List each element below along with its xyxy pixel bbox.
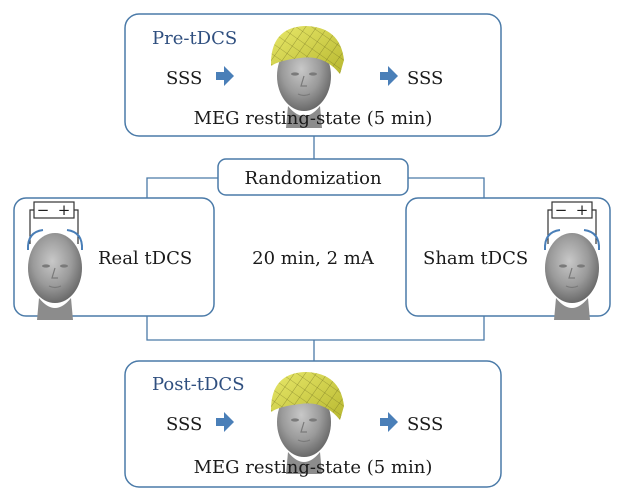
pre-sss-left-label: SSS: [166, 68, 202, 89]
pre-tdcs-title: Pre-tDCS: [152, 28, 237, 49]
real-tdcs-box: − + Real tDCS: [13, 197, 215, 321]
real-minus-sign: −: [37, 201, 50, 219]
sham-tdcs-label: Sham tDCS: [423, 248, 528, 269]
sham-tdcs-box: Sham tDCS − +: [405, 197, 611, 321]
post-sss-right-label: SSS: [407, 414, 443, 435]
post-arrow-left-icon: [216, 412, 234, 432]
post-tdcs-title: Post-tDCS: [152, 374, 245, 395]
real-electrode-battery-icon: − +: [29, 201, 79, 244]
randomization-box: Randomization: [217, 158, 409, 196]
pre-arrow-left-icon: [216, 66, 234, 86]
post-tdcs-box: Post-tDCS SSS SSS MEG resting-state (5 m…: [124, 360, 502, 488]
post-sss-left-label: SSS: [166, 414, 202, 435]
pre-meg-head-icon: [270, 26, 344, 129]
pre-sss-right-label: SSS: [407, 68, 443, 89]
sham-head-icon: [543, 229, 601, 321]
post-meg-head-icon: [270, 372, 344, 475]
pre-arrow-right-icon: [380, 66, 398, 86]
sham-plus-sign: +: [576, 201, 589, 219]
stimulation-parameters-label: 20 min, 2 mA: [252, 248, 375, 269]
real-tdcs-label: Real tDCS: [98, 248, 192, 269]
randomization-label: Randomization: [244, 168, 382, 189]
pre-caption: MEG resting-state (5 min): [194, 108, 433, 129]
connector-lines: [146, 136, 485, 361]
post-arrow-right-icon: [380, 412, 398, 432]
pre-tdcs-box: Pre-tDCS SSS SSS MEG resting-state (5 mi…: [124, 13, 502, 137]
real-plus-sign: +: [58, 201, 71, 219]
real-head-icon: [26, 229, 84, 321]
post-caption: MEG resting-state (5 min): [194, 457, 433, 478]
sham-minus-sign: −: [555, 201, 568, 219]
sham-electrode-battery-icon: − +: [547, 201, 597, 244]
